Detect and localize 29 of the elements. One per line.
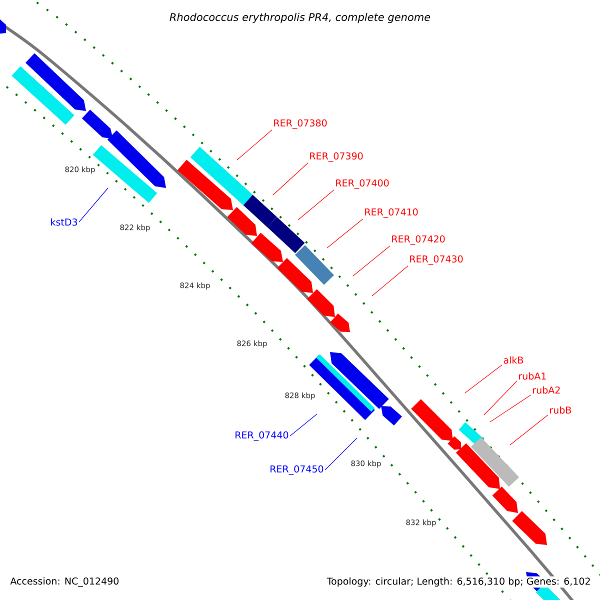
gene-label: alkB: [504, 356, 524, 364]
leader-line: [78, 188, 108, 222]
gene-label: rubA2: [533, 386, 560, 394]
gene-label: RER_07390: [310, 152, 363, 162]
leader-line: [298, 190, 334, 220]
leader-line: [326, 218, 364, 248]
leader-line: [236, 130, 272, 160]
gene-label: rubB: [550, 406, 572, 414]
gene-label: RER_07420: [392, 235, 445, 245]
leader-line: [272, 162, 308, 196]
gene-label: RER_07400: [336, 179, 389, 189]
gene-label: RER_07410: [365, 208, 418, 218]
leader-line: [352, 246, 390, 276]
gene-label: RER_07450: [270, 465, 324, 475]
leader-line: [484, 380, 518, 416]
genome-info-text: Topology: circular; Length: 6,516,310 bp; Genes: 6,102: [326, 576, 592, 588]
leader-line: [372, 266, 408, 296]
leader-line: [464, 364, 502, 394]
accession-text: Accession: NC_012490: [10, 577, 119, 587]
leader-line: [290, 414, 318, 436]
gene-label: kstD3: [51, 218, 78, 226]
title: Rhodococcus erythropolis PR4, complete genome: [170, 12, 430, 24]
gene-label: RER_07380: [274, 119, 327, 129]
leader-line: [324, 438, 358, 470]
gene-label: RER_07430: [410, 255, 463, 265]
gene-label: RER_07440: [236, 431, 288, 441]
leader-line: [490, 394, 532, 422]
leader-line: [510, 414, 548, 446]
gene-label: rubA1: [519, 372, 546, 380]
